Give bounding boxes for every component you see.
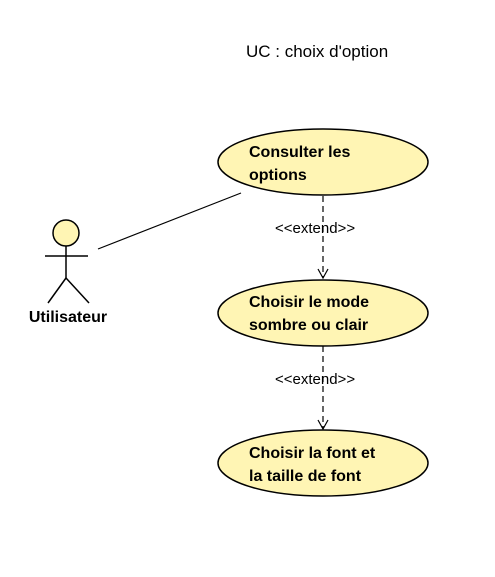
use-case-label-line2: options — [249, 167, 307, 184]
actor-right-leg — [65, 277, 90, 304]
use-case-ellipse — [217, 429, 429, 497]
actor-label: Utilisateur — [29, 309, 107, 326]
actor-left-leg — [47, 277, 67, 304]
use-case-label-line1: Choisir la font et — [249, 445, 376, 462]
extend-label-2: <<extend>> — [275, 371, 355, 388]
use-case-consulter-options[interactable]: Consulter les options — [217, 128, 429, 196]
actor-head — [52, 219, 80, 247]
use-case-label-line1: Consulter les — [249, 144, 350, 161]
use-case-mode-sombre-clair[interactable]: Choisir le mode sombre ou clair — [217, 279, 429, 347]
use-case-label-line2: sombre ou clair — [249, 317, 368, 334]
use-case-ellipse — [217, 279, 429, 347]
use-case-label-line1: Choisir le mode — [249, 294, 369, 311]
diagram-title: UC : choix d'option — [246, 42, 388, 61]
actor-utilisateur[interactable]: Utilisateur — [29, 219, 107, 326]
use-case-ellipse — [217, 128, 429, 196]
association-line — [97, 192, 242, 250]
use-case-label-line2: la taille de font — [249, 468, 362, 485]
use-case-font-taille[interactable]: Choisir la font et la taille de font — [217, 429, 429, 497]
extend-label-1: <<extend>> — [275, 220, 355, 237]
